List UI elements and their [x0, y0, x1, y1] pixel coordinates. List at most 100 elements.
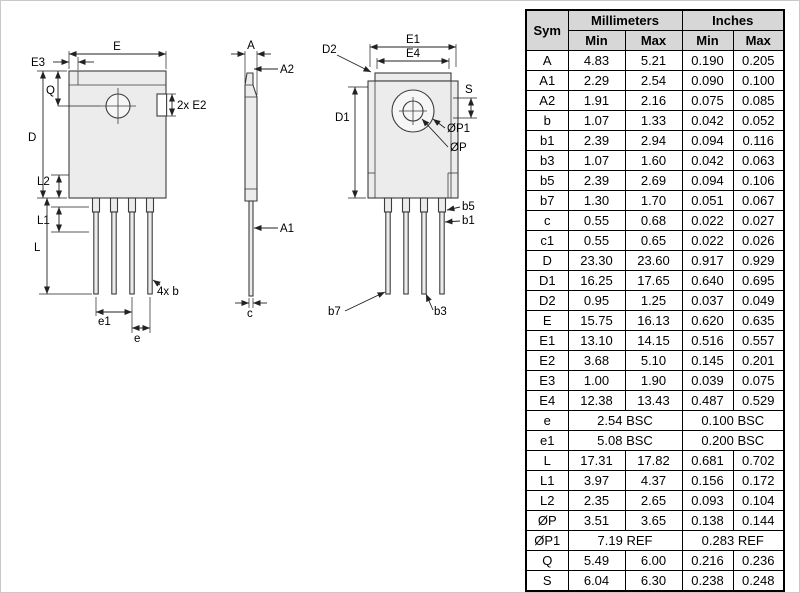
- in-max-cell: 0.049: [732, 290, 785, 311]
- in-max-cell: 0.557: [732, 330, 785, 351]
- in-max-cell: 0.695: [732, 270, 785, 291]
- mm-min-cell: 16.25: [567, 270, 626, 291]
- dim-label-b7: b7: [328, 306, 341, 318]
- lead: [91, 197, 101, 213]
- dim-L1: L1: [37, 206, 89, 233]
- mm-min-cell: 1.07: [567, 150, 626, 171]
- mm-min-cell: 3.97: [567, 470, 626, 491]
- mm-min-cell: 15.75: [567, 310, 626, 331]
- dim-E3: E3: [31, 57, 94, 70]
- sym-cell: A2: [525, 90, 569, 111]
- lead: [437, 197, 447, 213]
- sym-cell: L1: [525, 470, 569, 491]
- sym-cell: b7: [525, 190, 569, 211]
- mm-min-cell: 2.35: [567, 490, 626, 511]
- sym-cell: b3: [525, 150, 569, 171]
- sym-cell: E3: [525, 370, 569, 391]
- in-min-cell: 0.039: [681, 370, 734, 391]
- mm-max-cell: 1.33: [624, 110, 683, 131]
- in-min-cell: 0.516: [681, 330, 734, 351]
- in-max-cell: 0.248: [732, 570, 785, 592]
- dim-label-b1: b1: [462, 215, 475, 227]
- lead: [439, 211, 445, 295]
- mm-max-cell: 23.60: [624, 250, 683, 271]
- front-body-outline: [68, 70, 167, 199]
- sym-cell: D2: [525, 290, 569, 311]
- sym-cell: A1: [525, 70, 569, 91]
- sym-cell: c: [525, 210, 569, 231]
- dim-label-E3: E3: [31, 57, 45, 69]
- in-min-cell: 0.051: [681, 190, 734, 211]
- dim-label-S: S: [465, 84, 473, 96]
- dim-E: E: [68, 41, 167, 69]
- lead: [419, 197, 429, 213]
- mm-min-cell: 5.49: [567, 550, 626, 571]
- dim-label-D1: D1: [335, 112, 350, 124]
- in-min-cell: 0.094: [681, 170, 734, 191]
- dim-D2: D2: [322, 44, 372, 73]
- mm-max-cell: 17.65: [624, 270, 683, 291]
- front-view-body: [68, 70, 168, 199]
- dim-label-P1: ØP1: [447, 123, 470, 135]
- dim-label-E: E: [113, 41, 121, 53]
- dim-E1: E1: [369, 34, 457, 67]
- col-header-in-min: Min: [681, 30, 734, 51]
- in-max-cell: 0.085: [732, 90, 785, 111]
- dim-label-4xb: 4x b: [157, 286, 179, 298]
- col-header-in-max: Max: [732, 30, 785, 51]
- dim-label-Q: Q: [46, 85, 55, 97]
- mm-min-cell: 4.83: [567, 50, 626, 71]
- sym-cell: L: [525, 450, 569, 471]
- in-max-cell: 0.075: [732, 370, 785, 391]
- dim-label-L1: L1: [37, 215, 50, 227]
- mm-max-cell: 5.10: [624, 350, 683, 371]
- lead: [401, 197, 411, 213]
- dim-L: L: [34, 198, 92, 295]
- mm-max-cell: 6.30: [624, 570, 683, 592]
- in-span-cell: 0.283 REF: [681, 530, 785, 551]
- mm-min-cell: 0.55: [567, 210, 626, 231]
- in-max-cell: 0.027: [732, 210, 785, 231]
- package-drawing: E E3 Q D: [1, 1, 521, 592]
- side-notch: [156, 93, 168, 117]
- mm-min-cell: 3.51: [567, 510, 626, 531]
- in-min-cell: 0.917: [681, 250, 734, 271]
- dim-label-c: c: [247, 308, 253, 320]
- side-view: A A2 A1 c: [231, 40, 294, 320]
- mm-max-cell: 14.15: [624, 330, 683, 351]
- mm-min-cell: 1.07: [567, 110, 626, 131]
- mm-max-cell: 1.70: [624, 190, 683, 211]
- mm-max-cell: 13.43: [624, 390, 683, 411]
- mm-min-cell: 0.55: [567, 230, 626, 251]
- mm-min-cell: 23.30: [567, 250, 626, 271]
- dim-Q: Q: [46, 71, 100, 107]
- back-view-body: [367, 72, 459, 199]
- lead: [383, 197, 393, 213]
- mm-max-cell: 2.16: [624, 90, 683, 111]
- dim-P1: ØP1: [432, 118, 470, 135]
- in-max-cell: 0.026: [732, 230, 785, 251]
- dim-label-L2: L2: [37, 176, 50, 188]
- dim-E4: E4: [376, 48, 450, 69]
- dim-label-P: ØP: [450, 142, 467, 154]
- dim-label-e: e: [134, 333, 140, 345]
- in-min-cell: 0.145: [681, 350, 734, 371]
- in-min-cell: 0.640: [681, 270, 734, 291]
- in-max-cell: 0.144: [732, 510, 785, 531]
- in-max-cell: 0.172: [732, 470, 785, 491]
- in-max-cell: 0.702: [732, 450, 785, 471]
- front-view-leads: [91, 197, 155, 295]
- lead: [111, 211, 117, 295]
- mm-span-cell: 2.54 BSC: [567, 410, 683, 431]
